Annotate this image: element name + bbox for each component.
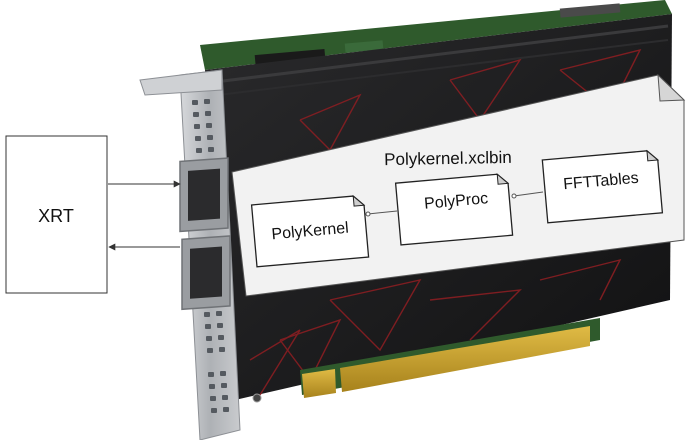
- link-polykernel-polyproc: [367, 210, 398, 215]
- pcie-gold-fingers-2: [302, 369, 336, 398]
- shroud-ridge-2: [217, 39, 669, 96]
- kernel-polykernel-box: [250, 194, 370, 268]
- pcb-connector-3: [559, 3, 621, 18]
- qsfp-port-bottom: [181, 235, 231, 311]
- pcb-connector-2: [344, 40, 384, 53]
- xclbin-note-fold: [657, 73, 686, 102]
- port-polykernel: [365, 211, 371, 217]
- red-accent-pattern: [249, 48, 666, 396]
- kernel-polyproc-label: PolyProc: [423, 190, 488, 213]
- kernel-ffttables-box: [541, 149, 664, 224]
- kernel-polyproc-box: [394, 173, 514, 246]
- qsfp-port-top: [179, 157, 229, 233]
- pcb-connector: [254, 48, 326, 66]
- bracket-tab: [139, 69, 223, 96]
- shroud-ridge: [214, 24, 669, 84]
- kernel-polykernel-label: PolyKernel: [271, 220, 350, 244]
- link-polyproc-ffttables: [513, 191, 544, 197]
- pcie-gold-fingers: [340, 326, 590, 392]
- xclbin-title: Polykernel.xclbin: [384, 148, 512, 169]
- kernel-ffttables-label: FFTTables: [563, 170, 640, 194]
- bracket-screw: [252, 393, 262, 403]
- xrt-host-label: XRT: [38, 206, 74, 226]
- xrt-host-box: [5, 135, 108, 294]
- port-polyproc: [511, 193, 517, 199]
